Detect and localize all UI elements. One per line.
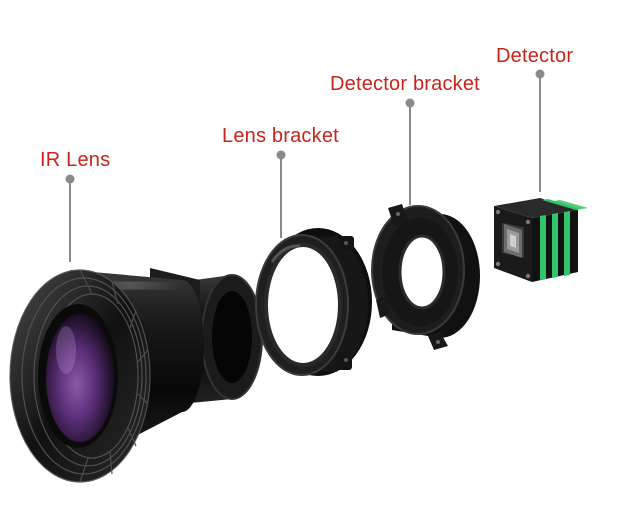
detector-bracket-part [371, 204, 480, 350]
detector-leader-dot [535, 69, 545, 79]
ir-lens-leader-dot [65, 174, 75, 184]
lens-bracket-part [255, 228, 372, 376]
detector-bracket-label: Detector bracket [330, 73, 480, 95]
detector-green-stripes [540, 199, 588, 280]
ir-lens-part [9, 268, 263, 483]
lens-bracket-label: Lens bracket [222, 125, 339, 147]
lens-bracket-leader-dot [276, 150, 286, 160]
detector-label: Detector [496, 45, 574, 67]
ir-lens-label: IR Lens [40, 149, 111, 171]
detector-part [494, 198, 588, 282]
detector-bracket-leader-dot [405, 98, 415, 108]
leader-lines [65, 69, 545, 262]
